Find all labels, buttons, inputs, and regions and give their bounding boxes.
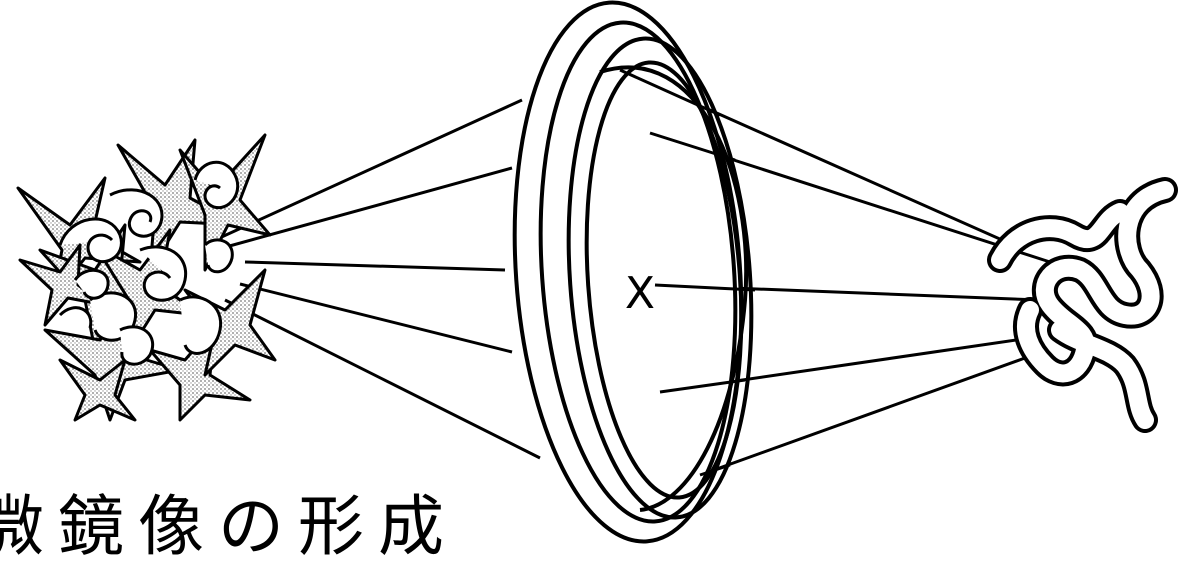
lens-center-mark: X xyxy=(625,268,655,319)
object-cluster xyxy=(18,135,275,420)
image-coil xyxy=(1000,190,1165,420)
diagram-caption: 微鏡像の形成 xyxy=(0,494,458,560)
